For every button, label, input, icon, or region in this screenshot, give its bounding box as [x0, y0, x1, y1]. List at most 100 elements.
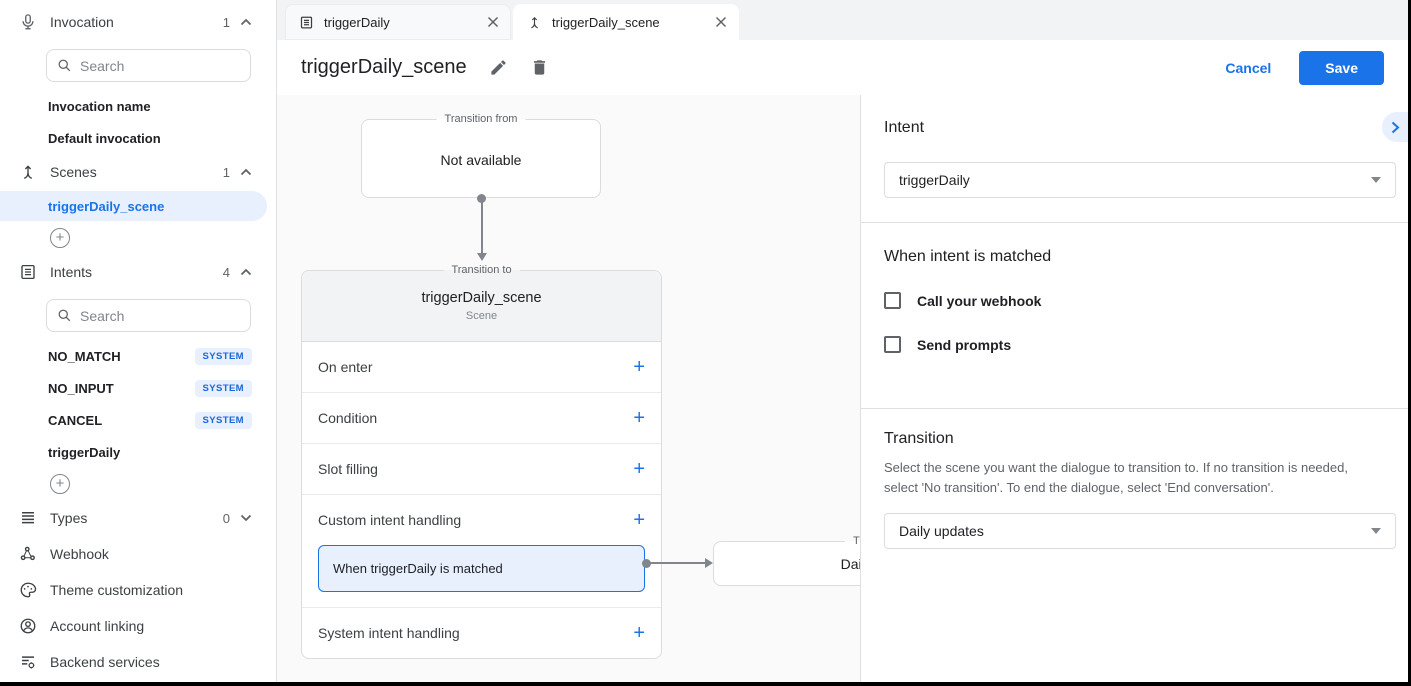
sidebar-item-webhook[interactable]: Webhook — [0, 538, 276, 570]
backend-services-icon — [18, 652, 38, 672]
section-count: 1 — [222, 164, 230, 180]
add-icon[interactable] — [633, 408, 645, 428]
transition-select[interactable]: Daily updates — [884, 513, 1396, 549]
scene-row-on-enter: On enter — [302, 342, 661, 393]
save-button[interactable]: Save — [1299, 50, 1384, 85]
scene-row-slot-filling: Slot filling — [302, 444, 661, 495]
transition-description: Select the scene you want the dialogue t… — [884, 460, 1348, 495]
intent-icon — [300, 16, 313, 28]
sidebar-section-types[interactable]: Types 0 — [0, 502, 276, 534]
sidebar-section-invocation[interactable]: Invocation 1 — [0, 6, 276, 38]
sidebar-item-triggerdaily-scene[interactable]: triggerDaily_scene — [0, 191, 267, 221]
account-icon — [18, 616, 38, 636]
add-icon[interactable] — [633, 510, 645, 530]
checkbox-unchecked[interactable] — [884, 336, 901, 353]
types-icon — [18, 508, 38, 528]
close-icon[interactable] — [487, 16, 499, 28]
arrow-down-icon — [477, 253, 487, 261]
intent-select[interactable]: triggerDaily — [884, 162, 1396, 198]
microphone-icon — [18, 12, 38, 32]
section-count: 0 — [222, 510, 230, 526]
page-title: triggerDaily_scene — [301, 56, 467, 78]
dropdown-arrow-icon — [1371, 177, 1381, 183]
sidebar-item-triggerdaily-intent[interactable]: triggerDaily — [48, 444, 121, 460]
sidebar-item-theme-customization[interactable]: Theme customization — [0, 574, 276, 606]
intents-search[interactable] — [46, 299, 251, 332]
tab-triggerdaily[interactable]: triggerDaily — [285, 4, 511, 40]
chevron-right-icon — [1391, 121, 1399, 133]
connector-dot — [477, 194, 486, 203]
transition-from-node: Transition from Not available — [361, 113, 601, 198]
intents-icon — [18, 262, 38, 282]
section-label: Invocation — [50, 14, 114, 30]
section-count: 4 — [222, 264, 230, 280]
call-webhook-option[interactable]: Call your webhook — [884, 292, 1041, 309]
webhook-icon — [18, 544, 38, 564]
system-badge: SYSTEM — [194, 411, 252, 429]
section-count: 1 — [222, 14, 230, 30]
sidebar: Invocation 1 Invocation name Default inv… — [0, 0, 277, 682]
scene-node: Transition to triggerDaily_scene Scene O… — [301, 264, 662, 659]
scene-graph-canvas[interactable]: Transition from Not available Transition… — [277, 95, 861, 682]
sidebar-item-no-match[interactable]: NO_MATCH SYSTEM — [48, 342, 252, 370]
intent-heading: Intent — [884, 119, 925, 136]
search-input[interactable] — [80, 57, 220, 74]
sidebar-section-intents[interactable]: Intents 4 — [0, 256, 276, 288]
scene-node-title: triggerDaily_scene — [421, 290, 542, 306]
node-text: Daily updates — [840, 556, 860, 572]
search-icon — [58, 309, 71, 322]
intent-editor-panel: Intent triggerDaily When intent is match… — [861, 95, 1408, 682]
sidebar-item-cancel-intent[interactable]: CANCEL SYSTEM — [48, 406, 252, 434]
scene-node-subtitle: Scene — [465, 310, 498, 322]
tab-triggerdaily-scene[interactable]: triggerDaily_scene — [513, 4, 739, 40]
daily-updates-node: Transition to Daily updates — [713, 535, 860, 586]
search-icon — [58, 59, 71, 72]
node-legend: Transition to — [844, 535, 860, 547]
chevron-up-icon — [240, 18, 252, 26]
connector-line — [481, 201, 483, 253]
system-badge: SYSTEM — [194, 347, 252, 365]
checkbox-unchecked[interactable] — [884, 292, 901, 309]
add-icon[interactable] — [633, 623, 645, 643]
scene-row-custom-intent-handling: Custom intent handling When triggerDaily… — [302, 495, 661, 608]
system-badge: SYSTEM — [194, 379, 252, 397]
section-label: Types — [50, 510, 88, 526]
add-scene-button[interactable] — [50, 228, 70, 248]
sidebar-section-scenes[interactable]: Scenes 1 — [0, 156, 276, 188]
collapse-panel-button[interactable] — [1382, 112, 1408, 142]
sidebar-item-invocation-name[interactable]: Invocation name — [48, 98, 151, 114]
search-input[interactable] — [80, 307, 220, 324]
add-icon[interactable] — [633, 357, 645, 377]
close-icon[interactable] — [715, 16, 727, 28]
dropdown-arrow-icon — [1371, 528, 1381, 534]
invocation-search[interactable] — [46, 49, 251, 82]
node-legend: Transition from — [436, 113, 526, 125]
sidebar-item-backend-services[interactable]: Backend services — [0, 646, 276, 678]
section-label: Intents — [50, 264, 93, 280]
sidebar-item-no-input[interactable]: NO_INPUT SYSTEM — [48, 374, 252, 402]
chevron-up-icon — [240, 268, 252, 276]
scene-node-header: triggerDaily_scene Scene — [302, 271, 661, 342]
divider — [861, 222, 1408, 223]
add-icon[interactable] — [633, 459, 645, 479]
sidebar-item-default-invocation[interactable]: Default invocation — [48, 130, 161, 146]
sidebar-item-account-linking[interactable]: Account linking — [0, 610, 276, 642]
add-intent-button[interactable] — [50, 474, 70, 494]
scene-icon — [531, 16, 538, 28]
connector-dot — [642, 559, 651, 568]
node-text: Not available — [440, 152, 522, 168]
chevron-up-icon — [240, 168, 252, 176]
send-prompts-option[interactable]: Send prompts — [884, 336, 1011, 353]
edit-icon[interactable] — [489, 58, 508, 77]
main-area: triggerDaily triggerDaily_scene triggerD… — [277, 0, 1408, 682]
when-matched-heading: When intent is matched — [884, 248, 1052, 265]
node-legend: Transition to — [443, 264, 520, 276]
transition-heading: Transition — [884, 430, 954, 447]
arrow-right-icon — [705, 558, 713, 568]
intent-handler-node[interactable]: When triggerDaily is matched — [318, 545, 645, 592]
chevron-down-icon — [240, 514, 252, 522]
section-label: Scenes — [50, 164, 97, 180]
cancel-button[interactable]: Cancel — [1225, 59, 1272, 76]
delete-icon[interactable] — [530, 58, 549, 77]
